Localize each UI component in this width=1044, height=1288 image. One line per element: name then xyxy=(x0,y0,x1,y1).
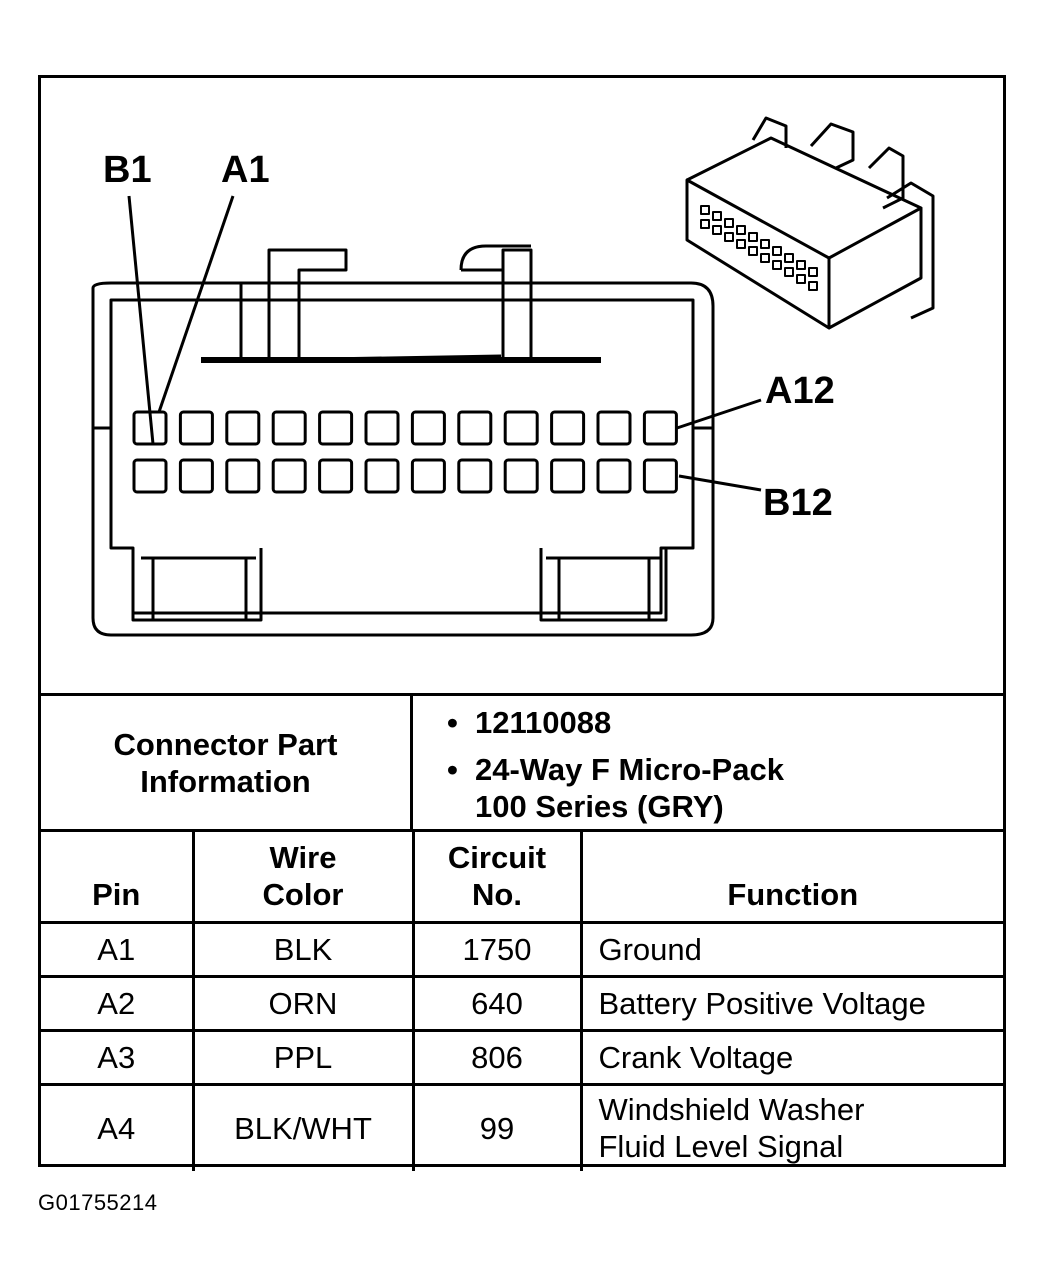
pin-cavity xyxy=(410,410,446,446)
circuit-cell: 640 xyxy=(411,975,583,1032)
function-cell: Battery Positive Voltage xyxy=(579,975,1003,1032)
connector-face-drawing: B1 A1 A12 B12 xyxy=(91,116,935,637)
function-cell: Ground xyxy=(579,921,1003,978)
circuit-cell: 806 xyxy=(411,1029,583,1086)
connector-diagram: B1 A1 A12 B12 xyxy=(41,78,1003,693)
left-lower-key xyxy=(131,548,263,622)
label-b1: B1 xyxy=(103,149,152,191)
housing-inner xyxy=(109,298,695,615)
pin-cavity xyxy=(503,410,539,446)
pin-cell: A2 xyxy=(41,975,195,1032)
pin-cavity xyxy=(364,410,400,446)
pin-cell: A1 xyxy=(41,921,195,978)
part-description-item: • 24-Way F Micro-Pack 100 Series (GRY) xyxy=(447,752,784,824)
figure-id: G01755214 xyxy=(38,1190,158,1215)
header-wire-color: Wire Color xyxy=(191,829,415,924)
header-function: Function xyxy=(579,829,1003,924)
bullet-icon: • xyxy=(447,752,458,787)
pin-cavity xyxy=(271,410,307,446)
connector-part-info-heading: Connector Part Information xyxy=(41,696,413,829)
pin-cavity xyxy=(318,458,354,494)
pin-cavity xyxy=(318,410,354,446)
pin-cavity xyxy=(457,410,493,446)
label-b12: B12 xyxy=(763,482,833,524)
pin-cavity xyxy=(364,458,400,494)
pin-table-header: Pin Wire Color Circuit No. Function xyxy=(41,829,1003,924)
header-pin: Pin xyxy=(41,829,195,924)
pin-cell: A3 xyxy=(41,1029,195,1086)
wire-color-cell: BLK/WHT xyxy=(191,1083,415,1171)
pin-table: Pin Wire Color Circuit No. Function A1 B… xyxy=(41,829,1003,1171)
label-a12: A12 xyxy=(765,370,835,412)
left-latch xyxy=(239,248,348,360)
right-latch xyxy=(501,248,559,360)
wire-color-cell: BLK xyxy=(191,921,415,978)
pin-cavity xyxy=(550,410,586,446)
figure-frame: B1 A1 A12 B12 Connector Part Information… xyxy=(38,75,1006,1171)
circuit-cell: 99 xyxy=(411,1083,583,1171)
circuit-cell: 1750 xyxy=(411,921,583,978)
pin-cavity xyxy=(178,458,214,494)
pin-cavity xyxy=(132,410,168,446)
table-row: A3 PPL 806 Crank Voltage xyxy=(41,1029,1003,1086)
wire-color-cell: ORN xyxy=(191,975,415,1032)
pin-cavity xyxy=(457,458,493,494)
pin-cavity xyxy=(132,458,168,494)
table-row: A2 ORN 640 Battery Positive Voltage xyxy=(41,975,1003,1032)
pin-cavity xyxy=(271,458,307,494)
header-circuit-no: Circuit No. xyxy=(411,829,583,924)
bullet-icon: • xyxy=(447,705,458,740)
connector-part-info-list: • 12110088 • 24-Way F Micro-Pack 100 Ser… xyxy=(413,696,1003,829)
pin-cavity xyxy=(225,458,261,494)
table-row: A1 BLK 1750 Ground xyxy=(41,921,1003,978)
connector-3d-view xyxy=(685,116,935,330)
pin-cavity xyxy=(225,410,261,446)
wire-color-cell: PPL xyxy=(191,1029,415,1086)
pin-cell: A4 xyxy=(41,1083,195,1171)
pin-cavity xyxy=(596,410,632,446)
label-a1: A1 xyxy=(221,149,270,191)
connector-part-info: Connector Part Information • 12110088 • … xyxy=(41,693,1003,829)
pin-cavity xyxy=(642,410,678,446)
function-cell: Crank Voltage xyxy=(579,1029,1003,1086)
table-row: A4 BLK/WHT 99 Windshield Washer Fluid Le… xyxy=(41,1083,1003,1171)
part-number-item: • 12110088 xyxy=(447,705,612,740)
pin-cavity xyxy=(503,458,539,494)
pin-cavity xyxy=(642,458,678,494)
pin-cavity xyxy=(178,410,214,446)
pin-cavity-grid xyxy=(132,410,678,494)
pin-cavity xyxy=(596,458,632,494)
pin-cavity xyxy=(550,458,586,494)
function-cell: Windshield Washer Fluid Level Signal xyxy=(579,1083,1003,1171)
right-lower-key xyxy=(539,548,668,622)
housing-outline xyxy=(91,281,715,637)
pin-cavity xyxy=(410,458,446,494)
